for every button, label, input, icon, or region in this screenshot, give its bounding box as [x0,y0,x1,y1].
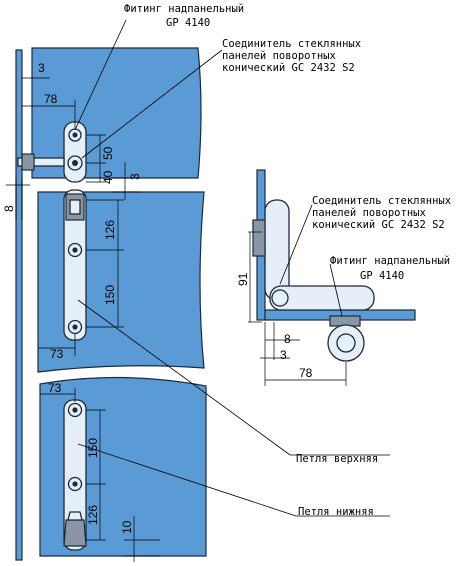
label-connector-right-line2: панелей поворотных [312,207,426,219]
fitting-top-bolt-2-inner [72,160,78,166]
lower-hinge-bolt-1-inner [72,407,78,413]
section-fitting-arm [269,285,375,311]
dim-73-lower: 73 [48,381,62,395]
connector-block [21,153,35,171]
lower-hinge-pivot [63,519,87,547]
label-fitting-top-code: GP 4140 [166,17,210,29]
dim-78-right: 78 [299,366,313,380]
fixed-glass-strip [15,49,23,561]
label-fitting-right-code: GP 4140 [360,270,404,282]
upper-hinge-bolt-1-inner [72,247,78,253]
label-fitting-top: Фитинг надпанельный [124,3,244,15]
glass-panel-middle [37,191,205,373]
label-fitting-right: Фитинг надпанельный [330,255,450,267]
label-connector-right-line1: Соединитель стеклянных [312,195,451,207]
dim-40: 40 [101,170,115,184]
fitting-top-bolt-1-inner [72,132,78,138]
section-connector-clamp [252,219,266,257]
connector-bar [17,157,65,167]
label-connector-line3: конический GC 2432 S2 [222,62,355,74]
dim-10: 10 [120,520,134,534]
lower-hinge-pivot-tip [67,511,83,521]
label-connector-right-line3: конический GC 2432 S2 [312,219,445,231]
dim-8-left: 8 [2,205,16,212]
label-hinge-lower: Петля нижняя [298,506,374,518]
dim-8-right: 8 [284,332,291,346]
dim-150-upper: 150 [103,285,117,305]
label-connector-line1: Соединитель стеклянных [222,38,361,50]
dim-91: 91 [236,272,250,286]
dim-126-upper: 126 [103,220,117,240]
dim-73-upper: 73 [50,347,64,361]
dim-3-top: 3 [38,61,45,75]
lower-hinge-bolt-2-inner [72,481,78,487]
section-pivot-inner [336,333,356,353]
label-connector-line2: панелей поворотных [222,50,336,62]
section-fitting-knuckle [271,289,289,307]
section-connector-post [264,199,290,301]
label-hinge-upper: Петля верхняя [296,453,378,465]
dim-3-right: 3 [280,348,287,362]
dim-3-side: 3 [128,173,142,180]
upper-hinge-top-block-inner [69,199,81,215]
dim-78-top: 78 [44,92,58,106]
upper-hinge-bolt-2-inner [72,324,78,330]
dim-50: 50 [101,146,115,160]
dim-150-lower: 150 [86,438,100,458]
dim-126-lower: 126 [86,505,100,525]
